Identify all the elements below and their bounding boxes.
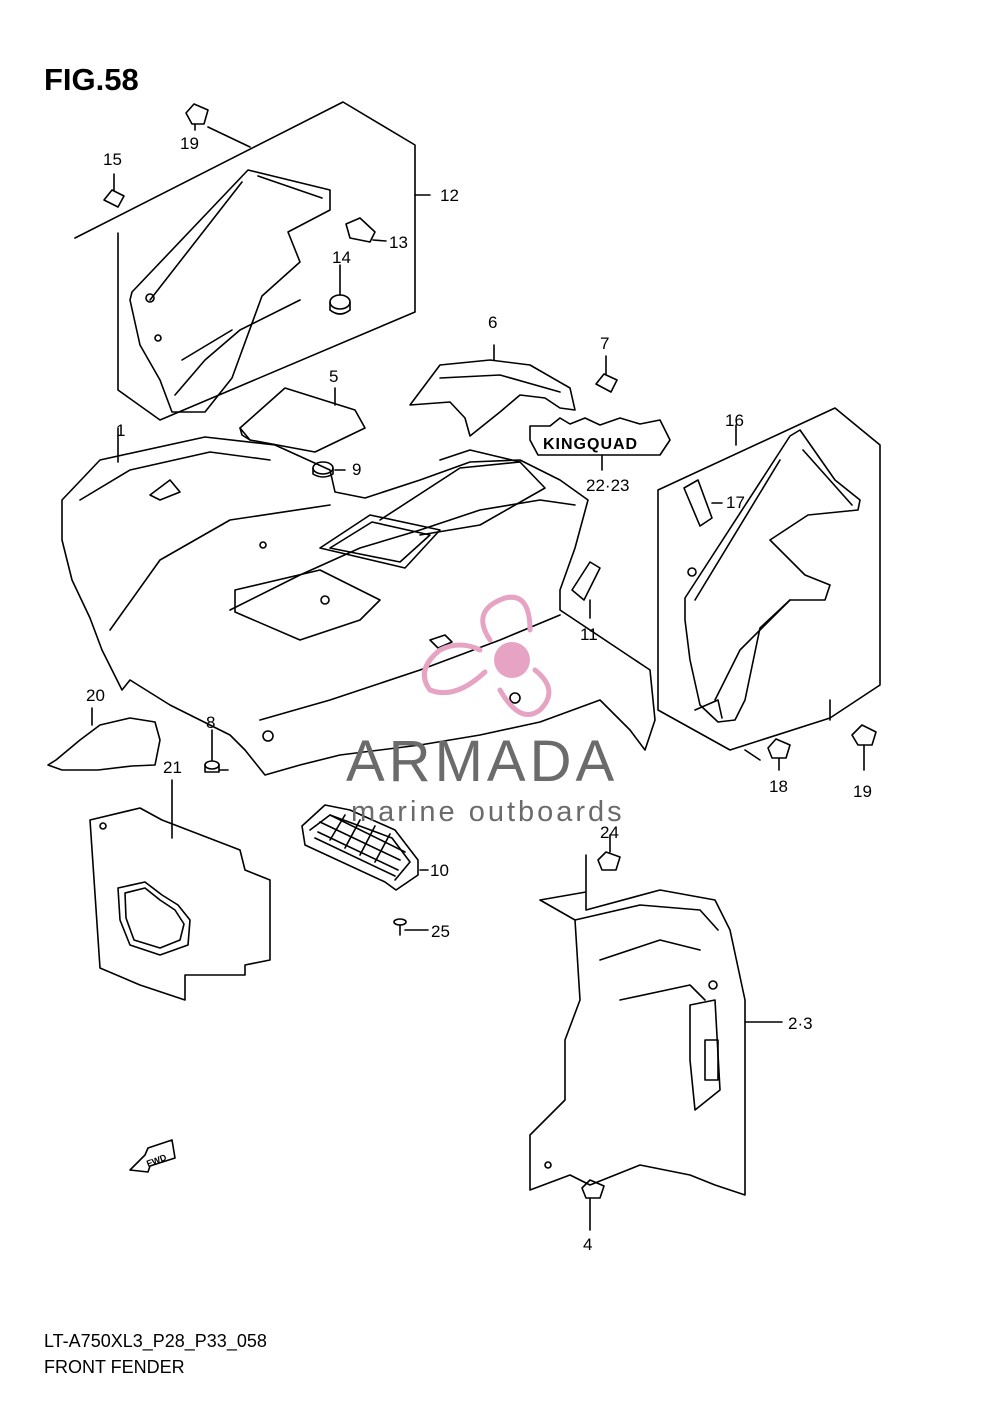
group-box-16 [657, 407, 881, 761]
part-21-shield [89, 779, 271, 1001]
part-11-pad [571, 561, 601, 601]
callout-15: 15 [103, 150, 122, 169]
part-4-clip [581, 1179, 605, 1231]
callout-19-top: 19 [180, 134, 199, 153]
part-6-cover [409, 359, 576, 437]
callout-8: 8 [206, 713, 215, 732]
part-24-clip [597, 834, 621, 871]
callout-9: 9 [352, 460, 361, 479]
part-12-inner-fender-left [129, 169, 331, 413]
callout-12: 12 [440, 186, 459, 205]
decal-text: KINGQUAD [543, 436, 638, 453]
callout-16: 16 [725, 411, 744, 430]
diagram-name: FRONT FENDER [44, 1357, 185, 1377]
part-17-pad [683, 479, 713, 527]
callout-1: 1 [116, 421, 125, 440]
part-14-grommet [329, 264, 351, 315]
group-box-12 [74, 101, 431, 421]
part-19-clip-top [185, 103, 209, 131]
part-16-inner-fender-right [684, 429, 861, 723]
part-25-screw [393, 918, 429, 936]
callout-22-23: 22·23 [586, 476, 629, 495]
callout-6: 6 [488, 313, 497, 332]
part-1-front-fender [61, 427, 656, 776]
part-20-guard [47, 717, 161, 771]
part-18-clip [767, 738, 791, 771]
callout-21: 21 [163, 758, 182, 777]
callout-labels: 1 2·3 4 5 6 7 8 9 10 11 12 13 14 15 16 1… [86, 134, 872, 1254]
figure-title: FIG.58 [44, 62, 139, 97]
callout-4: 4 [583, 1235, 592, 1254]
callout-24: 24 [600, 823, 619, 842]
part-9-grommet [312, 461, 346, 478]
callout-13: 13 [389, 233, 408, 252]
callout-20: 20 [86, 686, 105, 705]
callout-14: 14 [332, 248, 351, 267]
part-7-clip [595, 355, 618, 393]
callout-19-right: 19 [853, 782, 872, 801]
watermark-name: ARMADA [346, 729, 619, 794]
callout-10: 10 [430, 861, 449, 880]
callout-18: 18 [769, 777, 788, 796]
part-22-23-decal [529, 417, 671, 471]
model-code: LT-A750XL3_P28_P33_058 [44, 1331, 267, 1351]
part-19-clip-right [851, 724, 877, 771]
fwd-arrow [129, 1139, 176, 1173]
part-13-pad [345, 217, 376, 243]
callout-2-3: 2·3 [788, 1014, 813, 1033]
part-2-3-side-panel [529, 854, 783, 1196]
callout-25: 25 [431, 922, 450, 941]
callout-11: 11 [580, 625, 598, 644]
part-10-mesh [301, 804, 429, 891]
watermark-logo [421, 594, 552, 717]
callout-17: 17 [726, 493, 745, 512]
part-8-bolt [204, 729, 229, 773]
callout-5: 5 [329, 367, 338, 386]
callout-7: 7 [600, 334, 609, 353]
watermark-tagline: marine outboards [351, 796, 625, 828]
part-15-clip [103, 173, 125, 208]
